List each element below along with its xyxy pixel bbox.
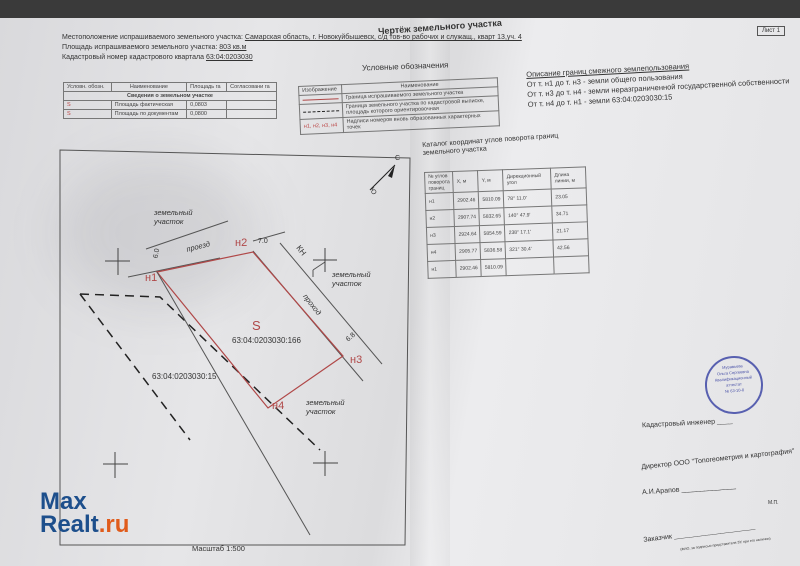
grid-crosses — [103, 248, 338, 478]
neighbor-boundary — [79, 293, 321, 451]
neighbor-number: 63:04:0203030:15 — [152, 372, 217, 381]
table-row: S Площадь по документам 0,0800 — [63, 109, 277, 119]
watermark-realt: Realt — [40, 511, 99, 538]
area-label: Площадь испрашиваемого земельного участк… — [62, 44, 218, 51]
paper-fold — [410, 18, 450, 566]
watermark-line2: Realt.ru — [40, 511, 130, 538]
cadastral-label: Кадастровый номер кадастрового квартала — [62, 54, 205, 61]
neighbor-line — [156, 271, 311, 536]
cell — [226, 109, 277, 119]
parcel-boundary — [155, 251, 344, 409]
neighbor-boundary — [79, 293, 191, 441]
location-line: Местоположение испрашиваемого земельного… — [62, 34, 522, 41]
location-value: Самарская область, г. Новокуйбышевск, с/… — [244, 34, 522, 41]
parcel-number: 63:04:0203030:166 — [232, 336, 301, 345]
label-land-e: земельный участок — [332, 270, 371, 288]
watermark-logo: Max Realt.ru — [40, 488, 130, 538]
point-label-n3: н3 — [350, 354, 363, 366]
location-label: Местоположение испрашиваемого земельного… — [62, 34, 243, 41]
cadastral-line: Кадастровый номер кадастрового квартала … — [62, 54, 253, 61]
north-arrow-icon — [369, 164, 396, 191]
watermark-ru: .ru — [98, 511, 130, 538]
sheet-number: Лист 1 — [757, 26, 786, 36]
table-row: S Площадь фактическая 0,0803 — [63, 100, 277, 110]
area-line: Площадь испрашиваемого земельного участк… — [62, 44, 246, 51]
cadastral-value: 63:04:0203030 — [205, 54, 253, 61]
roads — [127, 220, 383, 382]
label-north: С — [395, 155, 401, 162]
scale-label: Масштаб 1:500 — [192, 544, 245, 553]
label-land-nw: земельный участок — [154, 208, 193, 226]
watermark-line1: Max — [40, 488, 87, 515]
dim-7-0: 7.0 — [258, 238, 268, 245]
photo-shadow — [60, 158, 260, 308]
mp-label: М.П. — [768, 500, 779, 506]
area-value: 803 кв.м — [219, 44, 247, 51]
parcel-symbol: S — [252, 318, 261, 333]
north-arrowhead-icon — [388, 165, 395, 178]
drawing-frame — [59, 149, 411, 546]
cell: 0,0800 — [186, 109, 228, 119]
area-table: Условн. обозн. Наименование Площадь га С… — [63, 82, 277, 119]
point-label-n4: н4 — [272, 400, 285, 412]
point-label-n2: н2 — [235, 237, 248, 249]
point-label-n1: н1 — [145, 272, 158, 284]
label-land-se: земельный участок — [306, 398, 345, 416]
